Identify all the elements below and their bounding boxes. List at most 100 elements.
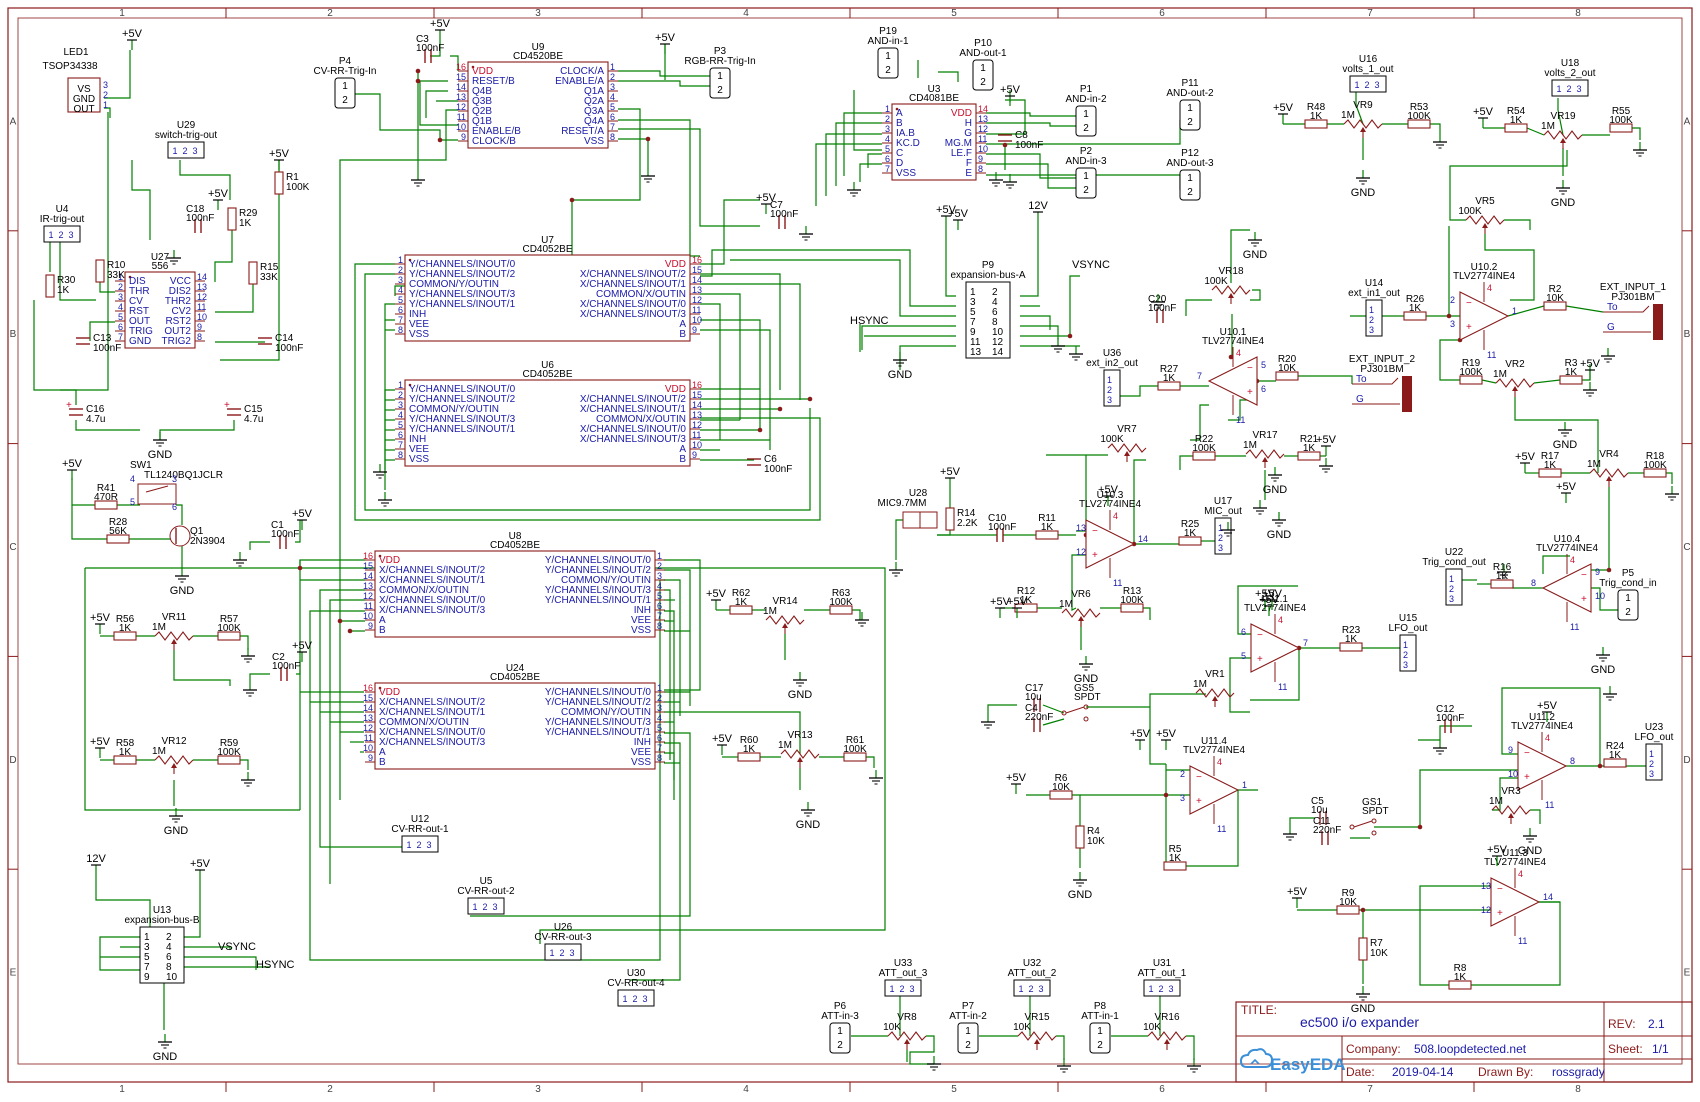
power-net-label: +5V [122,28,143,50]
mic-ref: U28 [909,488,928,499]
plug-value: Trig_cond_in [1599,578,1656,589]
header-pin-num: 2 [1649,759,1654,769]
frame-col-label: 4 [743,8,749,19]
opamp-ref: U10.2 [1471,262,1498,273]
switch-lever [1353,820,1373,828]
opamp-noninverting-sign: + [1092,550,1098,561]
resistor-ref: R27 [1160,364,1179,375]
header-ref: U23 [1645,722,1664,733]
resistor-value: 33K [260,272,278,283]
header-pin-num: 3 [144,942,150,953]
ground-symbol [241,772,255,787]
ic-pin-name: A [679,319,686,330]
frame-row-label: E [10,968,17,979]
junction-dot [415,68,421,74]
ic-pin-name: VSS [409,329,429,340]
opamp-pin-num: 4 [1518,869,1523,879]
wire [1072,794,1081,826]
ic-pin-num: 8 [398,325,403,335]
resistor-value: 1K [1345,634,1358,645]
ic-pin-name: X/CHANNELS/INOUT/3 [379,605,486,616]
ground-symbol: GND [796,802,821,831]
wire [986,112,1076,117]
ground-net-text: GND [1074,673,1099,685]
capacitor-value: 100nF [416,43,444,54]
wire [75,420,140,431]
power-net-text: +5V [1130,728,1151,740]
wire [1666,472,1673,484]
ic-pin-num: 13 [692,410,702,420]
ground-symbol: GND [170,568,195,597]
power-net-label: +5V [940,466,961,488]
ic-pin-name: IA.B [896,128,915,139]
wire [618,138,649,168]
ground-symbol [1051,338,1065,353]
ground-symbol [889,562,903,577]
header-pin-num: 3 [1369,325,1374,335]
ic-pin-name: X/CHANNELS/INOUT/1 [379,575,486,586]
power-net-text: 12V [1028,200,1048,212]
ic-pin-num: 8 [978,164,983,174]
power-net-label: +5V [90,612,111,634]
ground-net-text: GND [1068,889,1093,901]
header-pin-num: 1 [1449,574,1454,584]
wire [1186,790,1239,867]
ic-pin-name: INH [634,737,651,748]
ic-pin-name: CLOCK/A [560,66,604,77]
ic-pin-name: COMMON/X/OUTIN [596,414,686,425]
power-net-text: +5V [756,192,777,204]
ic-pin-num: 7 [398,440,403,450]
ic-pin-num: 9 [978,154,983,164]
wire [986,99,1026,135]
header-pin-num: 1 [1556,84,1561,94]
header-ref: P9 [982,260,995,271]
opamp-inverting-sign: − [1524,748,1530,759]
resistor-value: 1K [1303,443,1316,454]
switch-contact [1371,818,1377,824]
opamp-pin-num: 2 [1180,769,1185,779]
plug-pin-num: 2 [1625,607,1631,618]
ground-symbol: GND [1263,467,1287,496]
resistor-ref: R7 [1370,938,1383,949]
ground-net-text: GND [148,449,173,461]
plug-ref: P8 [1094,1001,1107,1012]
capacitor-ref: C17 [1025,683,1044,694]
resistor-value: 1K [119,747,132,758]
resistor-ref: R1 [286,172,299,183]
resistor-value: 1K [57,285,70,296]
ic-pin-name: Y/CHANNELS/INOUT/2 [409,394,516,405]
ground-net-text: GND [796,819,821,831]
pot-body [1017,1031,1057,1041]
resistor-value: 100K [286,182,310,193]
ground-symbol [1319,458,1333,473]
plug-ref: P3 [714,46,727,57]
ic-pin-num: 7 [885,164,890,174]
capacitor-value: 10u [1311,805,1328,816]
ic-pin-name: X/CHANNELS/INOUT/0 [580,299,687,310]
header-pin-num: 2 [182,146,187,156]
pot-arrow [171,639,177,644]
ground-net-text: GND [170,585,195,597]
power-net-text: +5V [1000,84,1021,96]
power-net-text: +5V [940,466,961,478]
opamp-pin-num: 14 [1543,892,1553,902]
switch-ref: GS1 [1362,797,1382,808]
wire [339,109,458,800]
plug-pin-num: 2 [1097,1040,1103,1051]
header-pin-num: 1 [1649,749,1654,759]
junction-dot [337,618,343,624]
frame-col-label: 8 [1575,8,1581,19]
power-net-text: +5V [1156,728,1177,740]
resistor-value: 1K [1310,111,1323,122]
wire [853,90,882,151]
header-ref: U16 [1359,54,1378,65]
ic-pin-name: RESET/A [561,126,604,137]
